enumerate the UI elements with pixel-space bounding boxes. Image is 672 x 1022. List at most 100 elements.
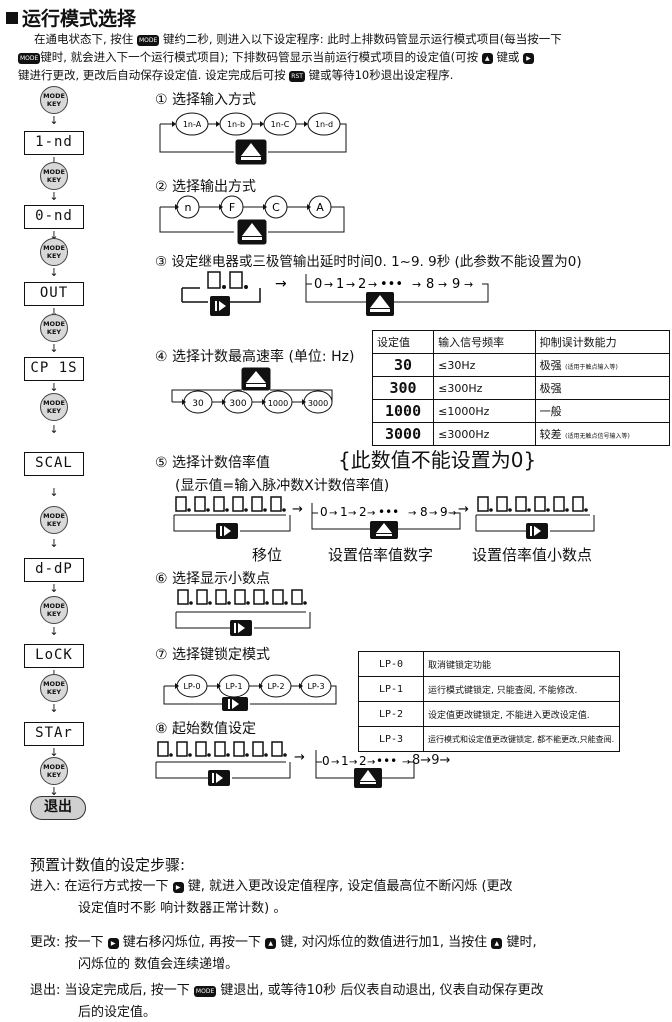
step-5-note: {此数值不能设置为0} bbox=[338, 448, 537, 472]
option-code: LP-0 bbox=[183, 682, 200, 691]
arrow-icon: → bbox=[324, 278, 333, 291]
sequence-digit: 1 bbox=[341, 754, 349, 768]
arrow-icon: → bbox=[458, 502, 469, 517]
mode-code-display: CP 1S bbox=[24, 357, 84, 381]
arrow-icon: → bbox=[438, 278, 447, 291]
table-cell: 取消键锁定功能 bbox=[423, 651, 620, 677]
arrow-icon: → bbox=[367, 508, 375, 519]
table-cell: ≤1000Hz bbox=[433, 399, 536, 423]
preset-quit-paragraph: 退出: 当设定完成后, 按一下 MODE 键退出, 或等待10秒 后仪表自动退出… bbox=[30, 983, 544, 1020]
step-3-diagram: → 0 → 1 → 2 → ••• → 8 → 9 → bbox=[181, 271, 489, 316]
speed-table: 设定值 输入信号频率 抑制误计数能力 30 ≤30Hz 极强 (适用于触点输入等… bbox=[371, 330, 671, 446]
step-1-label: ① 选择输入方式 bbox=[155, 92, 257, 108]
mode-key-icon: MODE bbox=[136, 35, 160, 46]
arrow-icon: → bbox=[348, 508, 356, 519]
arrow-icon: → bbox=[402, 757, 410, 768]
mode-code-display: STAr bbox=[24, 722, 84, 746]
sequence-digit: 9 bbox=[452, 277, 460, 292]
exit-button[interactable]: 退出 bbox=[30, 796, 86, 820]
sequence-digit: 9 bbox=[440, 505, 448, 519]
table-cell: LP-2 bbox=[358, 701, 424, 727]
arrow-icon: → bbox=[448, 508, 456, 519]
arrow-icon: → bbox=[368, 278, 377, 291]
down-arrow-icon: ↓ bbox=[49, 266, 59, 279]
option-code: C bbox=[272, 201, 280, 214]
mode-code-display: LoCK bbox=[24, 644, 84, 668]
arrow-icon: → bbox=[331, 757, 339, 768]
down-arrow-icon: ↓ bbox=[49, 746, 59, 759]
table-cell: 极强 (适用于触点输入等) bbox=[534, 353, 671, 377]
table-cell: 极强 bbox=[534, 376, 671, 400]
sequence-digit: 8 bbox=[426, 277, 434, 292]
down-arrow-icon: ↓ bbox=[49, 306, 59, 319]
step-7-diagram: LP-0 LP-1 LP-2 LP-3 bbox=[163, 674, 337, 711]
step-1-diagram: 1n-A 1n-b 1n-C 1n-d bbox=[159, 112, 347, 165]
step-6-label: ⑥ 选择显示小数点 bbox=[155, 571, 271, 587]
table-row: 3000 ≤3000Hz 较差 (适用无触点信号输入等) bbox=[371, 422, 671, 446]
sequence-ellipsis: ••• bbox=[380, 277, 403, 292]
step-8-sequence-tail: 8→9→ bbox=[412, 753, 451, 768]
step-2-label: ② 选择输出方式 bbox=[155, 179, 257, 195]
square-bullet-icon bbox=[6, 12, 18, 24]
arrow-icon: → bbox=[412, 278, 421, 291]
mode-code-display: 1-nd bbox=[24, 131, 84, 155]
down-arrow-icon: ↓ bbox=[49, 625, 59, 638]
arrow-icon: → bbox=[464, 278, 473, 291]
table-cell: LP-1 bbox=[358, 676, 424, 702]
step-2-diagram: n F C A bbox=[159, 195, 345, 245]
up-key-icon: ▲ bbox=[481, 53, 493, 64]
table-header-cell: 抑制误计数能力 bbox=[534, 330, 671, 354]
sequence-ellipsis: ••• bbox=[376, 754, 397, 768]
mode-code-display: d-dP bbox=[24, 558, 84, 582]
mode-code-display: SCAL bbox=[24, 452, 84, 476]
step-7-label: ⑦ 选择键锁定模式 bbox=[155, 647, 271, 663]
mode-code-display: 0-nd bbox=[24, 205, 84, 229]
step-8-diagram: → 0 → 1 → 2 → ••• → bbox=[155, 741, 415, 788]
table-row: 300 ≤300Hz 极强 bbox=[371, 376, 671, 400]
arrow-icon: → bbox=[346, 278, 355, 291]
step-5-diagram: → → 0 → 1 → 2 → ••• → 8 → 9 → bbox=[173, 496, 595, 539]
option-code: LP-2 bbox=[267, 682, 284, 691]
table-cell: ≤300Hz bbox=[433, 376, 536, 400]
table-cell: ≤30Hz bbox=[433, 353, 536, 377]
option-code: 1n-A bbox=[183, 120, 202, 129]
option-code: F bbox=[229, 201, 235, 214]
option-code: 300 bbox=[229, 399, 246, 409]
table-cell: 1000 bbox=[371, 399, 435, 423]
table-cell: ≤3000Hz bbox=[433, 422, 536, 446]
sequence-digit: 0 bbox=[322, 754, 330, 768]
down-arrow-icon: ↓ bbox=[49, 114, 59, 127]
arrow-icon: → bbox=[292, 502, 303, 517]
option-code: 1n-C bbox=[271, 120, 290, 129]
up-key-icon: ▲ bbox=[491, 938, 503, 949]
down-arrow-icon: ↓ bbox=[49, 702, 59, 715]
table-cell: 30 bbox=[371, 353, 435, 377]
arrow-icon: → bbox=[349, 757, 357, 768]
option-code: LP-1 bbox=[225, 682, 242, 691]
down-arrow-icon: ↓ bbox=[49, 423, 59, 436]
sequence-digit: 8 bbox=[412, 753, 421, 768]
sequence-digit: 2 bbox=[358, 277, 366, 292]
set-decimal-label: 设置倍率值小数点 bbox=[472, 546, 593, 564]
preset-title: 预置计数值的设定步骤: bbox=[30, 856, 186, 874]
down-arrow-icon: ↓ bbox=[49, 537, 59, 550]
shift-key-icon: ▶ bbox=[107, 938, 119, 949]
step-4-diagram: 30 300 1000 3000 bbox=[171, 367, 333, 414]
mode-key-icon: MODE bbox=[193, 986, 217, 997]
step-4-label: ④ 选择计数最高速率 (单位: Hz) bbox=[155, 349, 355, 365]
table-cell: LP-0 bbox=[358, 651, 424, 677]
table-header-cell: 输入信号频率 bbox=[433, 330, 536, 354]
